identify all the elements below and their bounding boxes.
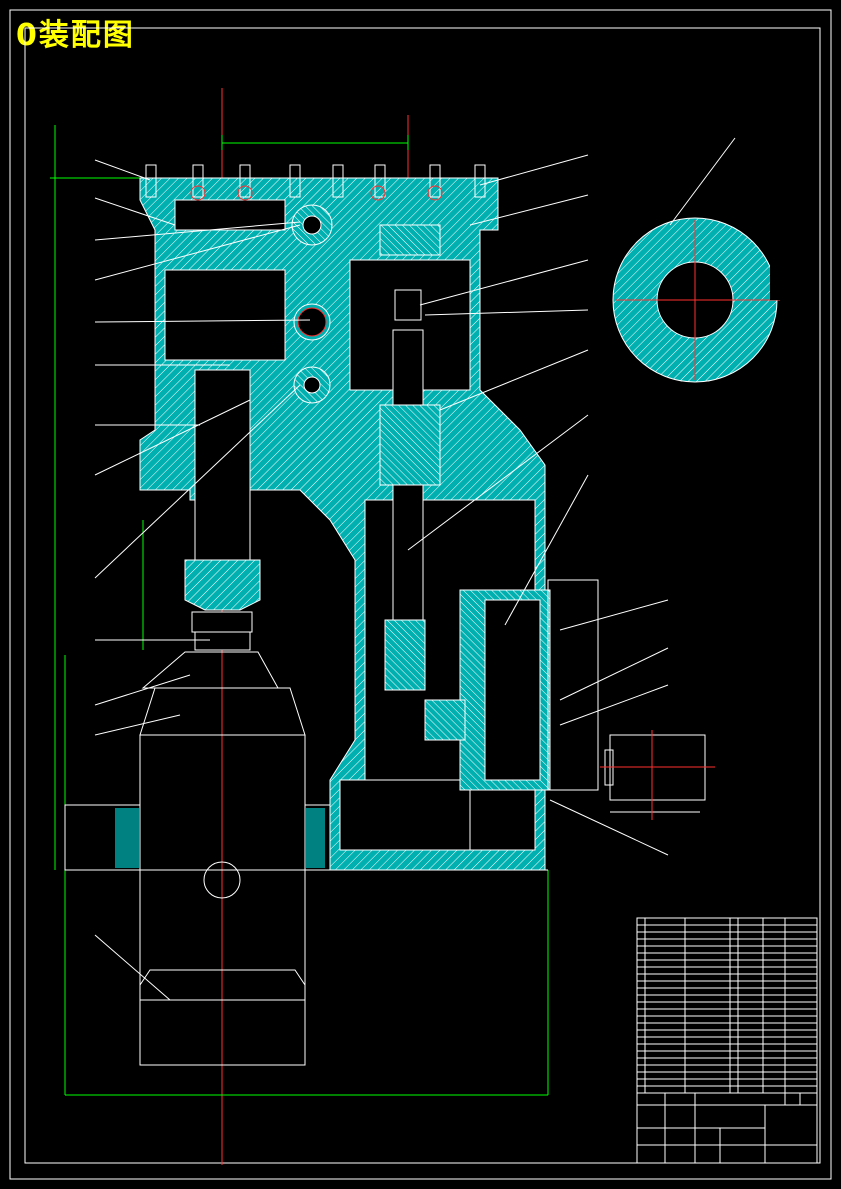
anvil bbox=[64, 651, 548, 1066]
crown-gears bbox=[291, 204, 441, 404]
bottom-dimension bbox=[65, 870, 549, 1096]
left-dimensions bbox=[50, 125, 145, 1095]
leader-lines bbox=[94, 137, 736, 1001]
drawing-title: 0装配图 bbox=[16, 18, 135, 53]
outer-frame bbox=[9, 9, 832, 1180]
top-bolts bbox=[145, 164, 486, 201]
motor bbox=[600, 730, 715, 820]
title-block bbox=[636, 1092, 818, 1164]
ram bbox=[184, 369, 261, 651]
inner-frame bbox=[24, 27, 821, 1164]
section-view bbox=[612, 217, 800, 383]
top-dimension bbox=[221, 135, 409, 150]
upper-frame-section bbox=[139, 177, 546, 871]
gearbox bbox=[384, 579, 599, 791]
parts-list-table bbox=[636, 917, 818, 1094]
connecting-rod bbox=[379, 289, 441, 621]
